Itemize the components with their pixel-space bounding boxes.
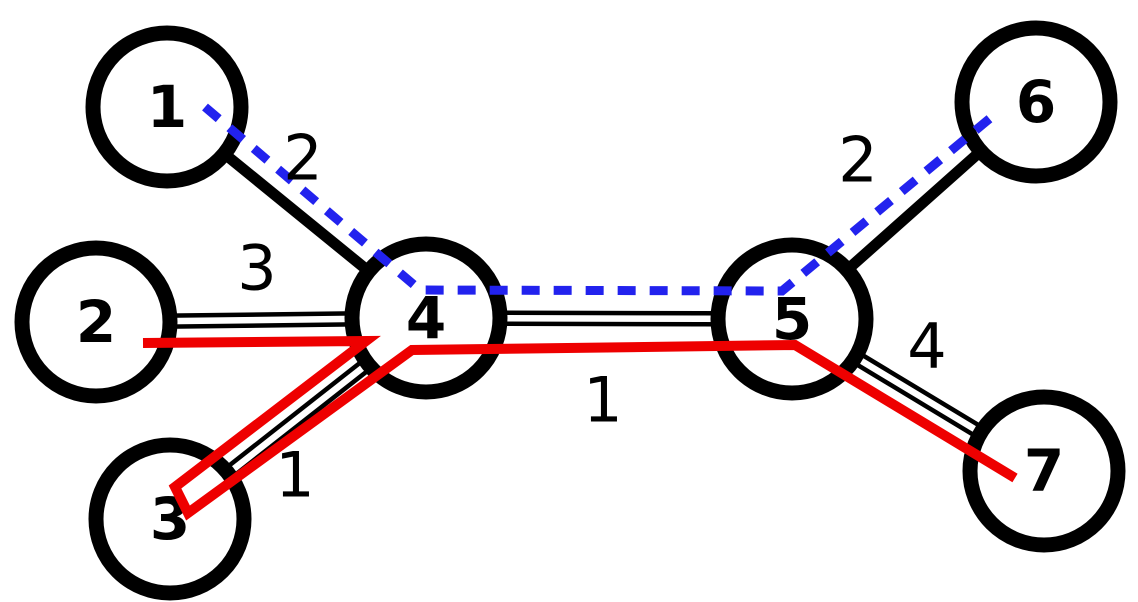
node-3 — [88, 437, 252, 601]
node-1-label: 1 — [147, 73, 187, 141]
node-7-label: 7 — [1024, 437, 1064, 505]
node-2 — [14, 240, 178, 404]
red-solid-path — [142, 335, 1018, 521]
edge-weight-5-6: 2 — [838, 124, 877, 197]
node-5 — [710, 237, 874, 401]
node-1 — [85, 25, 249, 189]
node-4 — [344, 236, 508, 400]
edge-weight-3-4: 1 — [275, 439, 314, 512]
blue-dashed-path — [202, 103, 1003, 296]
edge-weight-2-4: 3 — [237, 232, 276, 305]
node-7 — [962, 389, 1126, 553]
edge-weight-5-7: 4 — [907, 310, 946, 383]
node-6-label: 6 — [1016, 68, 1056, 136]
node-4-label: 4 — [406, 284, 446, 352]
edge-weight-1-4: 2 — [283, 122, 322, 195]
edge-weight-4-5: 1 — [583, 364, 622, 437]
node-2-label: 2 — [76, 288, 116, 356]
node-6 — [954, 20, 1118, 184]
